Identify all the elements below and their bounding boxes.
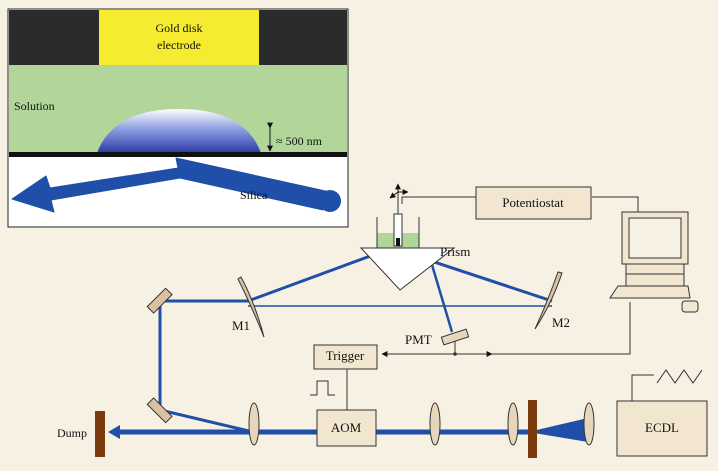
potentiostat-box: Potentiostat [475, 186, 592, 220]
mirror-m1-label: M1 [232, 318, 250, 333]
computer-stand [625, 263, 685, 275]
lens-4 [583, 402, 595, 446]
computer-pmt-wire [454, 302, 631, 355]
inset-reflected-beam [11, 157, 331, 213]
computer-mouse [681, 300, 699, 313]
potentiostat-label: Potentiostat [502, 195, 564, 210]
beam-dump [95, 411, 105, 457]
inset-panel: Gold disk electrode Solution ≈ 500 nm Si… [7, 8, 349, 228]
trigger-pulse-waveform [310, 380, 335, 396]
evanescent-field-dome [97, 109, 261, 153]
electrical-wiring [310, 196, 703, 410]
aom-box: AOM [316, 409, 377, 447]
aperture-stop [528, 400, 537, 458]
steering-mirror-bottom [146, 397, 173, 424]
trigger-box: Trigger [313, 344, 378, 370]
lens-2 [429, 402, 441, 446]
inset-beam-origin [319, 190, 341, 212]
computer [609, 211, 699, 313]
prism-cell [359, 183, 456, 291]
lens-3 [507, 402, 519, 446]
computer-keyboard [609, 285, 691, 299]
silica-label: Silica [240, 188, 268, 202]
electrode-label-line2: electrode [157, 38, 201, 52]
ecdl-output-taper [528, 418, 588, 442]
potentiostat-electrode-wire [401, 196, 476, 204]
interface-film [9, 152, 347, 157]
mirror-m2 [534, 271, 563, 330]
pmt-detector [440, 328, 470, 346]
electrode-tip [396, 238, 400, 246]
lens-1 [248, 402, 260, 446]
steering-mirror-top [146, 287, 173, 314]
thickness-label: ≈ 500 nm [276, 134, 323, 148]
computer-screen [628, 217, 682, 259]
ecdl-box: ECDL [616, 400, 708, 457]
wire-junction [453, 352, 457, 356]
electrochemical-cell [376, 217, 420, 249]
pmt-label: PMT [405, 332, 432, 347]
dump-arrow-head [108, 425, 120, 439]
trigger-label: Trigger [326, 348, 365, 363]
gold-disk-electrode [99, 10, 259, 65]
computer-base [625, 273, 685, 287]
ecdl-label: ECDL [645, 420, 679, 435]
potentiostat-computer-wire [592, 196, 639, 212]
mirror-m2-label: M2 [552, 315, 570, 330]
ecdl-sawtooth-waveform [656, 369, 703, 384]
y-motion-arrow [389, 191, 399, 199]
ecdl-ramp-wire [631, 374, 654, 401]
optics [95, 271, 595, 458]
prism-label: Prism [440, 244, 470, 259]
electrode-label-line1: Gold disk [155, 21, 202, 35]
mirror-m1 [237, 276, 265, 338]
aom-label: AOM [331, 420, 362, 435]
deflected-beam-path [158, 246, 553, 434]
solution-label: Solution [14, 99, 55, 113]
dump-label: Dump [57, 426, 87, 440]
